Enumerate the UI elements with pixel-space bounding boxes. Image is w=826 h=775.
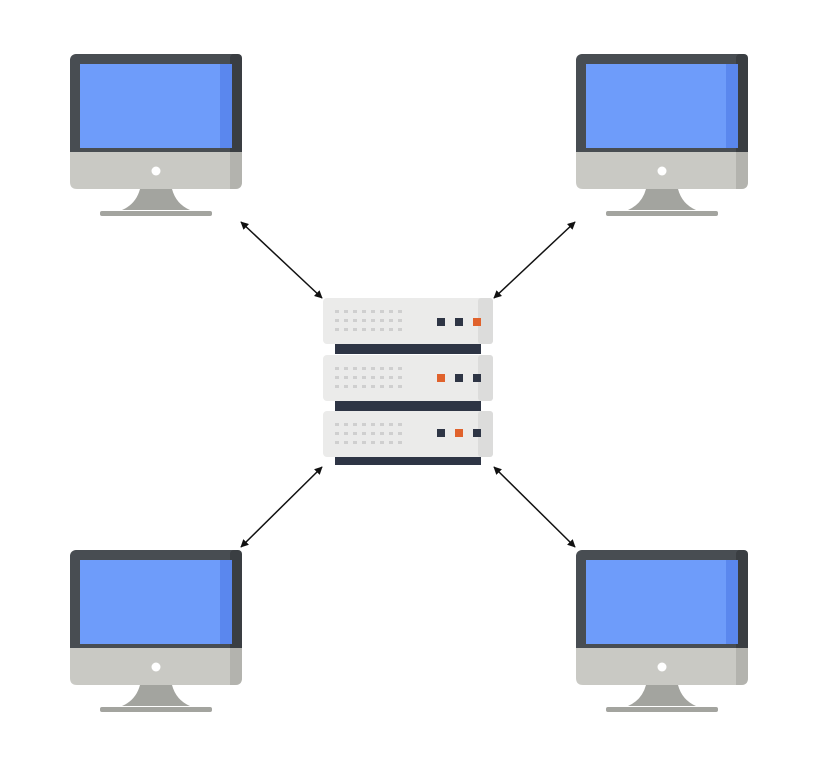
status-led-active xyxy=(437,374,445,382)
server-unit-1 xyxy=(323,298,493,344)
status-led xyxy=(437,318,445,326)
link-top-left xyxy=(240,221,323,299)
computer-bottom-right-monitor-icon xyxy=(576,550,748,712)
computer-top-right-monitor-icon xyxy=(576,54,748,216)
server-unit-3 xyxy=(323,411,493,457)
vent-grid xyxy=(335,423,402,444)
connections xyxy=(240,221,576,548)
status-led xyxy=(455,374,463,382)
vent-grid xyxy=(335,367,402,388)
status-led xyxy=(473,374,481,382)
computer-top-left-monitor-icon xyxy=(70,54,242,216)
link-bottom-right xyxy=(493,466,576,548)
vent-grid xyxy=(335,310,402,331)
status-led xyxy=(473,429,481,437)
server-unit-2 xyxy=(323,355,493,401)
status-led-active xyxy=(455,429,463,437)
status-led-active xyxy=(473,318,481,326)
status-led xyxy=(455,318,463,326)
server-rack-icon xyxy=(323,298,493,465)
computer-bottom-left-monitor-icon xyxy=(70,550,242,712)
link-top-right xyxy=(493,221,576,299)
link-bottom-left xyxy=(240,466,323,548)
status-led xyxy=(437,429,445,437)
